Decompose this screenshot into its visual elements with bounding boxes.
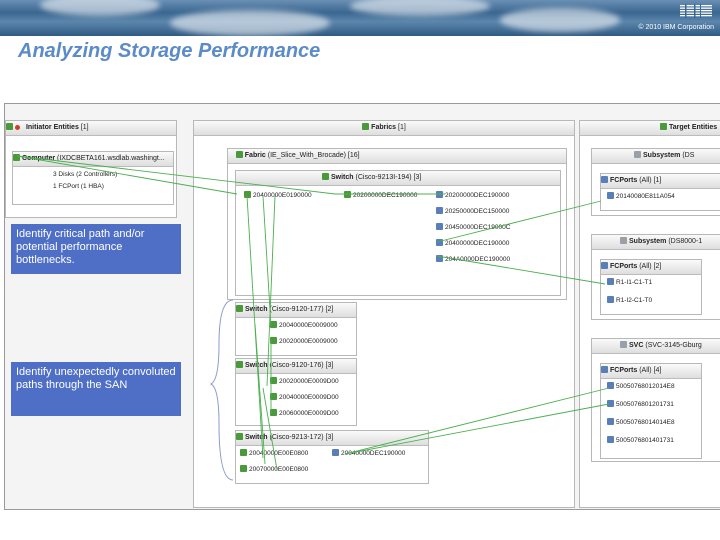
port-icon (607, 192, 614, 199)
panel-title: Initiator Entities (25, 124, 79, 131)
page-title: Analyzing Storage Performance (18, 40, 321, 62)
port-icon (270, 321, 277, 328)
port-icon (270, 393, 277, 400)
port-icon (436, 223, 443, 230)
port-icon (270, 337, 277, 344)
switch-icon (322, 173, 329, 180)
port-item[interactable]: 20020000E0009000 (270, 337, 338, 346)
disk-count: 3 Disks (2 Controllers) (53, 171, 118, 178)
port-item[interactable]: 50050768014014E8 (607, 418, 675, 427)
computer-node[interactable]: Computer (IXDCBETA161.wsdlab.washingt...… (12, 151, 174, 205)
fcport-icon (601, 366, 608, 373)
switch-node-177[interactable]: Switch (Cisco-9120-177) [2] 20040000E000… (235, 302, 357, 356)
port-item[interactable]: 20040000E0009D00 (270, 393, 339, 402)
port-item[interactable]: 20400000DEC190000 (436, 239, 509, 248)
port-item[interactable]: 20040000E0009000 (270, 321, 338, 330)
port-item[interactable]: 20200000DEC190000 (436, 191, 509, 200)
copyright-text: © 2010 IBM Corporation (638, 24, 714, 31)
port-item[interactable]: R1-I1-C1-T1 (607, 278, 652, 287)
port-icon (270, 409, 277, 416)
port-item[interactable]: 20040000E00E0800 (240, 449, 308, 458)
port-item[interactable]: 20020000E0009D00 (270, 377, 339, 386)
initiator-entities-panel: Initiator Entities [1] Computer (IXDCBET… (5, 120, 177, 218)
subsystem-node-1[interactable]: Subsystem (DS FCPorts (All) [1] 20140080… (591, 148, 720, 216)
switch-icon (236, 433, 243, 440)
subsystem-icon (634, 151, 641, 158)
topology-viewer: Initiator Entities [1] Computer (IXDCBET… (4, 103, 720, 510)
port-icon (244, 191, 251, 198)
port-item[interactable]: 5005076801201731 (607, 400, 674, 409)
port-item[interactable]: 20070000E00E0800 (240, 465, 308, 474)
port-icon (607, 382, 614, 389)
port-item[interactable]: 20250000DEC150000 (436, 207, 509, 216)
port-icon (607, 296, 614, 303)
group-icon (6, 123, 13, 130)
fcports-node-2[interactable]: FCPorts (All) [2] R1-I1-C1-T1 R1-I2-C1-T… (600, 259, 702, 315)
port-icon (240, 465, 247, 472)
fcports-node-1[interactable]: FCPorts (All) [1] 20140080E811A054 (600, 173, 720, 211)
port-icon (436, 255, 443, 262)
port-item[interactable]: 5005076801401731 (607, 436, 674, 445)
fcport-icon (601, 176, 608, 183)
port-icon (607, 418, 614, 425)
port-icon (240, 449, 247, 456)
port-item[interactable]: R1-I2-C1-T0 (607, 296, 652, 305)
switch-node-194[interactable]: Switch (Cisco-9213I-194) [3] 20400000E01… (235, 170, 561, 296)
switch-node-172[interactable]: Switch (Cisco-9213-172) [3] 20040000E00E… (235, 430, 429, 484)
header-banner: © 2010 IBM Corporation (0, 0, 720, 36)
fcport-icon (601, 262, 608, 269)
port-icon (332, 449, 339, 456)
error-icon (15, 125, 20, 130)
subsystem-node-2[interactable]: Subsystem (DS8000-1 FCPorts (All) [2] R1… (591, 234, 720, 320)
port-item[interactable]: 20140080E811A054 (607, 192, 675, 201)
port-icon (344, 191, 351, 198)
switch-icon (236, 361, 243, 368)
port-icon (436, 191, 443, 198)
port-item[interactable]: 20040000DEC190000 (332, 449, 405, 458)
port-item[interactable]: 50050768012014E8 (607, 382, 675, 391)
port-icon (607, 278, 614, 285)
port-icon (436, 207, 443, 214)
port-item[interactable]: 20060000E0009D00 (270, 409, 339, 418)
fabric-icon (362, 123, 370, 130)
ibm-logo (680, 4, 712, 18)
port-item[interactable]: 20450000DEC19000C (436, 223, 510, 232)
callout-critical-path: Identify critical path and/or potential … (11, 224, 181, 274)
port-icon (270, 377, 277, 384)
switch-icon (236, 305, 243, 312)
computer-icon (13, 154, 20, 161)
subsystem-icon (620, 237, 627, 244)
port-icon (607, 436, 614, 443)
port-icon (607, 400, 614, 407)
port-item[interactable]: 20200000DEC190000 (344, 191, 417, 200)
fcports-node-3[interactable]: FCPorts (All) [4] 50050768012014E8 50050… (600, 363, 702, 459)
svc-icon (620, 341, 627, 348)
port-icon (436, 239, 443, 246)
fabric-icon (235, 151, 243, 158)
group-icon (660, 123, 667, 130)
switch-node-176[interactable]: Switch (Cisco-9120-176) [3] 20020000E000… (235, 358, 357, 426)
fcport-count: 1 FCPort (1 HBA) (53, 183, 104, 190)
port-item[interactable]: 20400000E0190000 (244, 191, 312, 200)
svc-node[interactable]: SVC (SVC-3145-Gburg FCPorts (All) [4] 50… (591, 338, 720, 462)
port-item[interactable]: 204A0000DEC190000 (436, 255, 510, 264)
callout-convoluted-paths: Identify unexpectedly convoluted paths t… (11, 362, 181, 416)
